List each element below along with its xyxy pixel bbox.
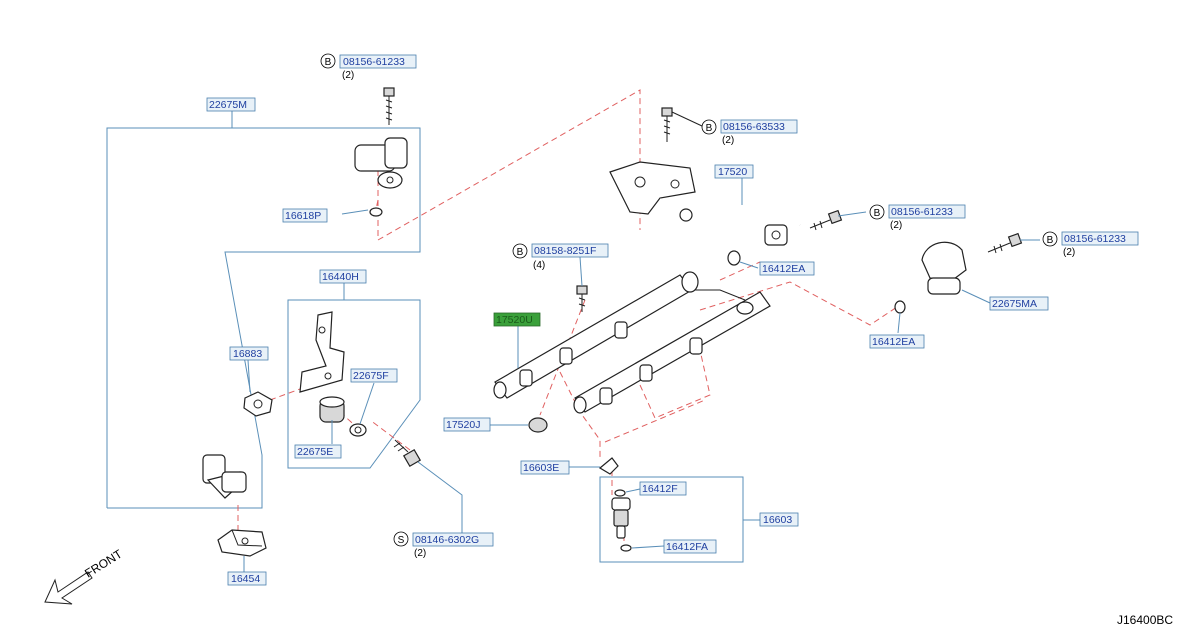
clip-16883 <box>243 391 273 417</box>
svg-text:B: B <box>1047 235 1054 246</box>
oring-16412EA-upper <box>727 250 741 266</box>
svg-text:(2): (2) <box>890 220 902 231</box>
svg-text:08156-61233: 08156-61233 <box>343 56 405 68</box>
label-16412F[interactable]: 16412F <box>639 481 687 496</box>
bolt-6302G <box>393 439 422 468</box>
svg-text:16412EA: 16412EA <box>872 336 915 348</box>
install-lines <box>237 89 901 550</box>
label-08156-61233-top[interactable]: B 08156-61233 (2) <box>320 53 417 81</box>
svg-text:(2): (2) <box>414 548 426 559</box>
fuel-pipe-17520 <box>609 161 802 246</box>
svg-text:22675MA: 22675MA <box>992 298 1037 310</box>
front-arrow-icon <box>44 571 93 605</box>
label-22675MA[interactable]: 22675MA <box>989 296 1049 311</box>
label-16440H[interactable]: 16440H <box>319 269 367 284</box>
svg-text:08156-61233: 08156-61233 <box>891 206 953 218</box>
pressure-regulator <box>894 241 967 314</box>
svg-text:B: B <box>325 57 332 68</box>
fuel-hose <box>145 137 408 499</box>
svg-text:S: S <box>398 535 405 546</box>
label-16618P[interactable]: 16618P <box>282 208 328 223</box>
reference-code: J16400BC <box>1117 613 1173 627</box>
svg-text:16440H: 16440H <box>322 271 359 283</box>
bolt-top <box>383 87 395 125</box>
svg-text:08158-8251F: 08158-8251F <box>534 245 596 257</box>
svg-text:(2): (2) <box>1063 247 1075 258</box>
label-22675F[interactable]: 22675F <box>350 368 398 383</box>
group-frames <box>106 110 760 563</box>
svg-text:B: B <box>517 247 524 258</box>
bolt-mid <box>809 209 843 231</box>
svg-text:22675F: 22675F <box>353 370 389 382</box>
label-08156-61233-mid[interactable]: B 08156-61233 (2) <box>869 204 966 231</box>
label-08156-61233-right[interactable]: B 08156-61233 (2) <box>1042 231 1139 258</box>
bolt-right <box>987 232 1023 254</box>
leader-lines <box>243 178 1040 572</box>
spacer-17520J <box>528 417 548 433</box>
part-illustrations <box>44 87 1023 605</box>
label-22675E[interactable]: 22675E <box>294 444 342 459</box>
svg-text:16412FA: 16412FA <box>666 541 708 553</box>
label-08146-6302G[interactable]: S 08146-6302G (2) <box>393 531 494 559</box>
label-22675M[interactable]: 22675M <box>206 97 256 112</box>
fuel-injector <box>611 489 632 552</box>
fuel-rail-17520U <box>493 271 771 414</box>
svg-text:16454: 16454 <box>231 573 260 585</box>
svg-text:17520: 17520 <box>718 166 747 178</box>
clamp-16454 <box>217 529 267 557</box>
svg-text:16603: 16603 <box>763 514 792 526</box>
label-08158-8251F[interactable]: B 08158-8251F (4) <box>512 243 609 271</box>
svg-text:(2): (2) <box>342 70 354 81</box>
bracket-16440H <box>299 311 345 393</box>
label-16412FA[interactable]: 16412FA <box>663 539 717 554</box>
svg-text:08156-61233: 08156-61233 <box>1064 233 1126 245</box>
svg-text:08146-6302G: 08146-6302G <box>415 534 479 546</box>
svg-text:B: B <box>874 208 881 219</box>
svg-text:17520U: 17520U <box>496 314 533 326</box>
labels: B 08156-61233 (2) 22675M 16618P 16440H 1… <box>82 53 1173 627</box>
clip-16603E <box>598 457 619 475</box>
label-16412EA-b[interactable]: 16412EA <box>869 334 925 349</box>
label-17520U[interactable]: 17520U <box>493 312 541 327</box>
label-16883[interactable]: 16883 <box>229 346 269 361</box>
damper <box>319 396 367 437</box>
bolt-8251F <box>576 285 588 312</box>
svg-text:16618P: 16618P <box>285 210 321 222</box>
svg-text:B: B <box>706 123 713 134</box>
front-label: FRONT <box>82 546 125 580</box>
svg-text:17520J: 17520J <box>446 419 480 431</box>
svg-text:(2): (2) <box>722 135 734 146</box>
label-17520[interactable]: 17520 <box>714 164 754 179</box>
label-16454[interactable]: 16454 <box>227 571 267 586</box>
label-17520J[interactable]: 17520J <box>443 417 491 432</box>
label-16603[interactable]: 16603 <box>759 512 799 527</box>
svg-text:08156-63533: 08156-63533 <box>723 121 785 133</box>
label-08156-63533[interactable]: B 08156-63533 (2) <box>701 119 798 146</box>
svg-text:22675M: 22675M <box>209 99 247 111</box>
svg-text:16603E: 16603E <box>523 462 559 474</box>
svg-text:16412F: 16412F <box>642 483 678 495</box>
svg-text:(4): (4) <box>533 260 545 271</box>
bolt-63533 <box>661 107 703 142</box>
label-16603E[interactable]: 16603E <box>520 460 570 475</box>
svg-text:16883: 16883 <box>233 348 262 360</box>
svg-text:22675E: 22675E <box>297 446 333 458</box>
svg-text:16412EA: 16412EA <box>762 263 805 275</box>
label-16412EA-a[interactable]: 16412EA <box>759 261 815 276</box>
